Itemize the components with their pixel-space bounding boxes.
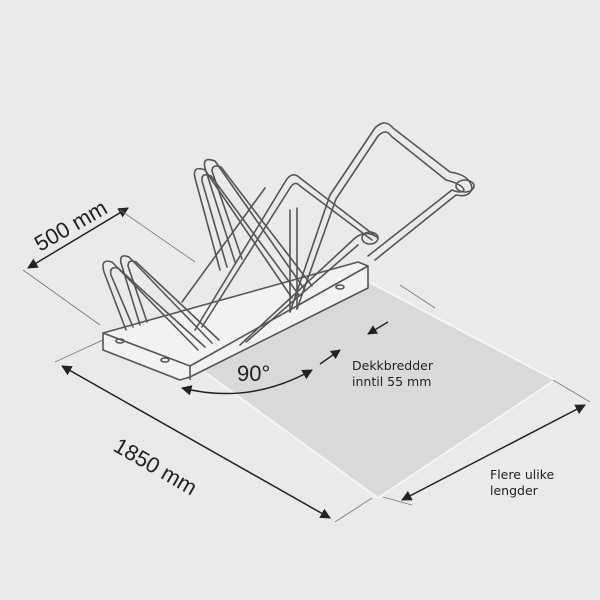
angle-indicator: 90° (180, 361, 313, 396)
angle-label: 90° (237, 361, 270, 386)
lengths-note-line2: lengder (490, 483, 539, 498)
lengths-note-line1: Flere ulike (490, 467, 555, 482)
dimension-various-lengths (382, 284, 591, 506)
dimension-length-label: 1850 mm (110, 433, 202, 501)
dimension-500mm: 500 mm (22, 195, 196, 326)
tire-width-note-line2: inntil 55 mm (352, 374, 431, 389)
tire-width-indicator (319, 321, 389, 365)
upper-frame (181, 122, 475, 346)
tire-width-note-line1: Dekkbredder (352, 358, 434, 373)
front-wheel-holder-middle (193, 158, 313, 299)
